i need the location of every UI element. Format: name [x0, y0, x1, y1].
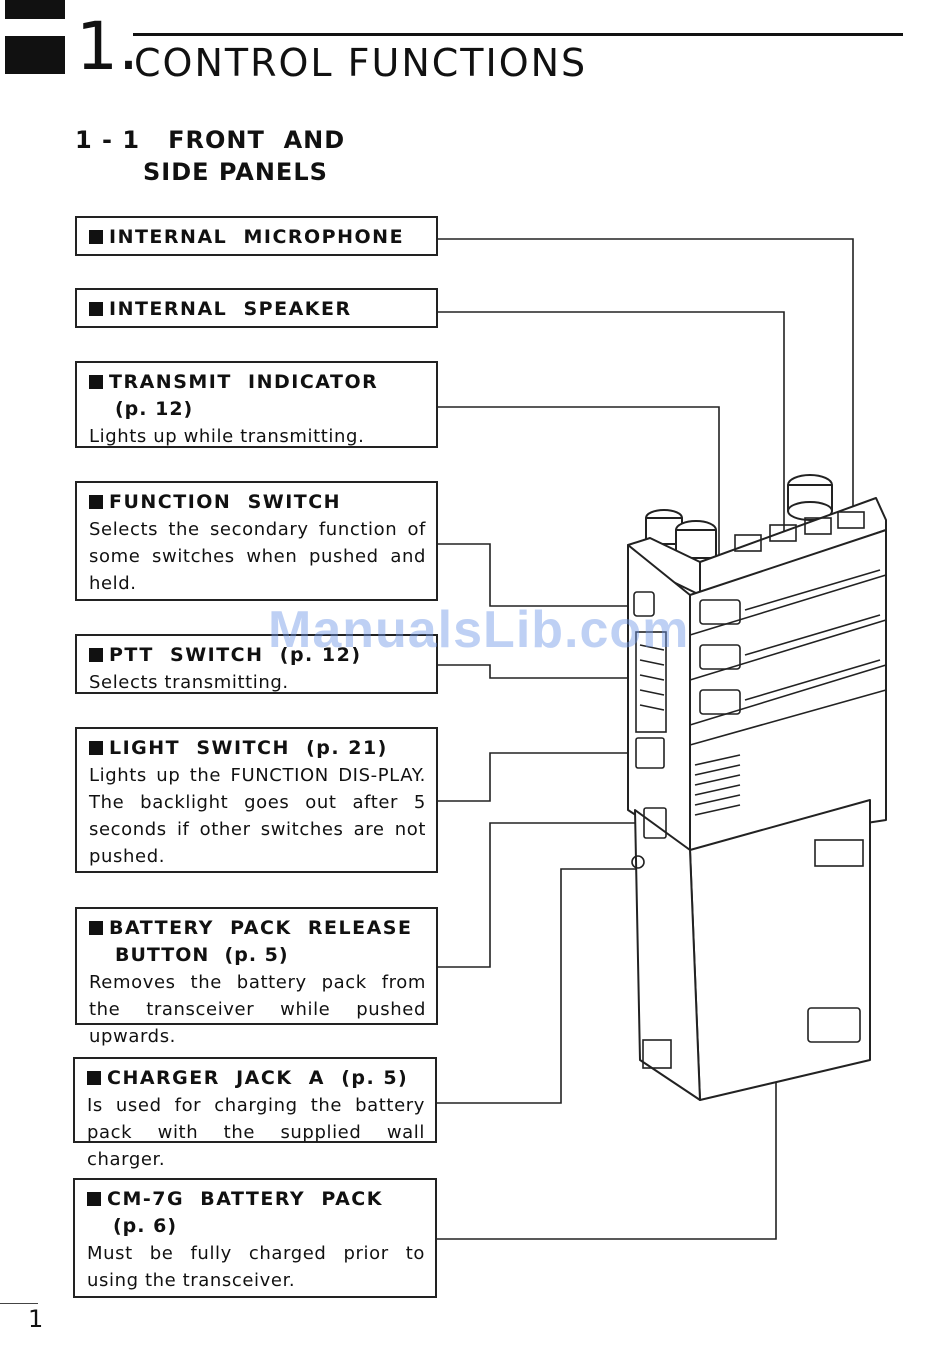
callout-desc: Selects transmitting. — [89, 672, 289, 693]
leader-speaker — [437, 311, 785, 636]
leader-transmit — [437, 406, 720, 574]
section-title: 1 - 1 FRONT AND SIDE PANELS — [75, 124, 345, 188]
section-title-line2: SIDE PANELS — [143, 158, 328, 186]
callout-charger-jack: CHARGER JACK A (p. 5) Is used for chargi… — [73, 1057, 437, 1170]
callout-ref: (p. 6) — [113, 1215, 178, 1237]
callout-title: BATTERY PACK RELEASE — [109, 917, 413, 939]
bullet-square-icon — [89, 648, 103, 662]
callout-desc: Selects the secondary function of some s… — [89, 519, 426, 594]
chapter-number: 1. — [76, 8, 139, 85]
section-title-line1: 1 - 1 FRONT AND — [75, 126, 346, 154]
callout-desc: Is used for charging the battery pack wi… — [87, 1095, 425, 1170]
callout-internal-speaker: INTERNAL SPEAKER — [75, 288, 438, 328]
bullet-square-icon — [89, 741, 103, 755]
callout-battery-release: BATTERY PACK RELEASE BUTTON (p. 5) Remov… — [75, 907, 438, 1047]
leader-charger — [437, 868, 640, 1104]
callout-desc: Must be fully charged prior to using the… — [87, 1243, 425, 1291]
callout-title: TRANSMIT INDICATOR — [109, 371, 379, 393]
chapter-marker-top — [5, 0, 65, 19]
callout-title: INTERNAL SPEAKER — [109, 298, 352, 320]
callout-desc: Lights up while transmitting. — [89, 426, 365, 447]
leader-ptt — [437, 664, 651, 679]
callout-title: PTT SWITCH (p. 12) — [109, 644, 362, 666]
callout-battery-pack: CM-7G BATTERY PACK (p. 6) Must be fully … — [73, 1178, 437, 1298]
callout-ref: (p. 12) — [115, 398, 194, 420]
callout-desc: Removes the battery pack from the transc… — [89, 972, 426, 1047]
callout-ptt-switch: PTT SWITCH (p. 12) Selects transmitting. — [75, 634, 438, 694]
callout-internal-microphone: INTERNAL MICROPHONE — [75, 216, 438, 256]
callout-title: FUNCTION SWITCH — [109, 491, 342, 513]
bullet-square-icon — [89, 302, 103, 316]
chapter-title: CONTROL FUNCTIONS — [134, 41, 588, 85]
callout-light-switch: LIGHT SWITCH (p. 21) Lights up the FUNCT… — [75, 727, 438, 873]
watermark: ManualsLib.com — [268, 601, 690, 659]
callout-title: LIGHT SWITCH (p. 21) — [109, 737, 388, 759]
leader-function — [437, 543, 651, 607]
chapter-marker — [5, 36, 65, 74]
callout-desc: Lights up the FUNCTION DIS-PLAY. The bac… — [89, 765, 426, 867]
leader-release — [437, 822, 656, 968]
callout-title: CM-7G BATTERY PACK — [107, 1188, 383, 1210]
leader-light — [437, 752, 644, 802]
callout-function-switch: FUNCTION SWITCH Selects the secondary fu… — [75, 481, 438, 601]
page-number-rule — [0, 1303, 38, 1304]
callout-title: CHARGER JACK A (p. 5) — [107, 1067, 409, 1089]
callout-title: INTERNAL MICROPHONE — [109, 226, 405, 248]
bullet-square-icon — [87, 1192, 101, 1206]
bullet-square-icon — [89, 375, 103, 389]
bullet-square-icon — [89, 495, 103, 509]
callout-ref: BUTTON (p. 5) — [115, 944, 289, 966]
callout-transmit-indicator: TRANSMIT INDICATOR (p. 12) Lights up whi… — [75, 361, 438, 448]
bullet-square-icon — [89, 921, 103, 935]
bullet-square-icon — [87, 1071, 101, 1085]
header-rule — [133, 33, 903, 36]
page-number: 1 — [28, 1305, 44, 1333]
bullet-square-icon — [89, 230, 103, 244]
